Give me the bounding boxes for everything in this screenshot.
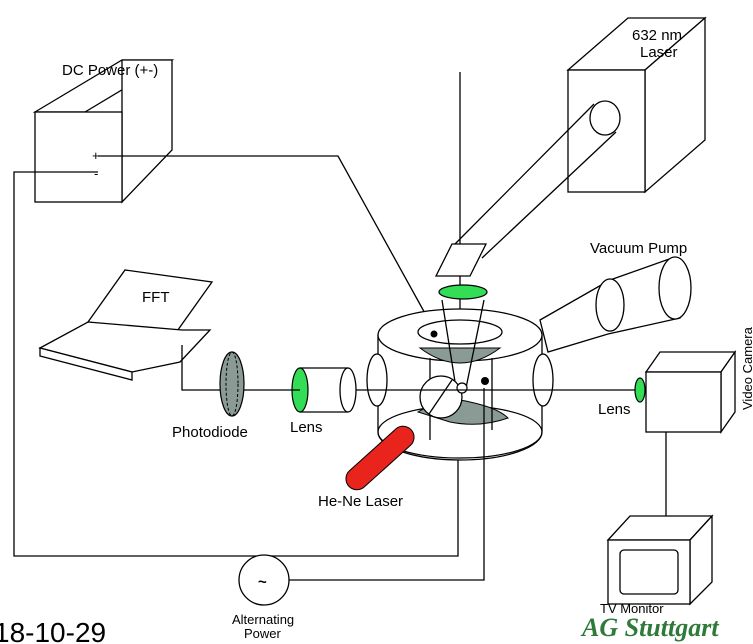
hene-laser-label: He-Ne Laser	[318, 493, 403, 510]
wire-dc-minus	[13, 171, 459, 557]
laser-beam-tube	[454, 103, 617, 259]
photodiode-label: Photodiode	[172, 424, 248, 441]
dc-minus-label: -	[94, 166, 98, 181]
laser-632-label-2: Laser	[640, 44, 678, 61]
ac-symbol: ~	[258, 574, 267, 591]
right-lens-green	[634, 377, 646, 403]
dc-power-label: DC Power (+-)	[62, 62, 158, 79]
left-lens-tube	[291, 367, 357, 413]
wire-fft-photodiode	[181, 345, 220, 391]
laser-632-label-1: 632 nm	[632, 27, 682, 44]
tv-monitor-label: TV Monitor	[600, 601, 664, 616]
video-camera	[644, 349, 737, 435]
vacuum-pump-label: Vacuum Pump	[590, 240, 687, 257]
laser-632-box	[566, 16, 707, 194]
dc-power-box	[32, 59, 175, 204]
lens-right-label: Lens	[598, 401, 631, 418]
fft-analyzer	[38, 269, 214, 381]
wire-dc-plus	[98, 155, 433, 327]
fft-label: FFT	[142, 289, 170, 306]
alternating-power-label-1: Alternating	[232, 612, 294, 627]
vacuum-pump	[539, 256, 692, 353]
video-camera-label: Video Camera	[740, 326, 753, 410]
brand-text: AG Stuttgart	[580, 613, 719, 642]
slide-date: 18-10-29	[0, 617, 106, 644]
lens-left-label: Lens	[290, 419, 323, 436]
top-lens-green	[438, 284, 488, 300]
mirror-plate	[434, 243, 488, 277]
photodiode	[219, 351, 245, 417]
dc-plus-label: +	[92, 148, 100, 163]
tv-monitor	[606, 514, 714, 606]
hene-laser	[345, 425, 415, 491]
vacuum-chamber	[366, 299, 554, 461]
alternating-power-label-2: Power	[244, 626, 282, 641]
wire-ac	[289, 388, 485, 581]
wire-camera-monitor	[650, 432, 667, 521]
